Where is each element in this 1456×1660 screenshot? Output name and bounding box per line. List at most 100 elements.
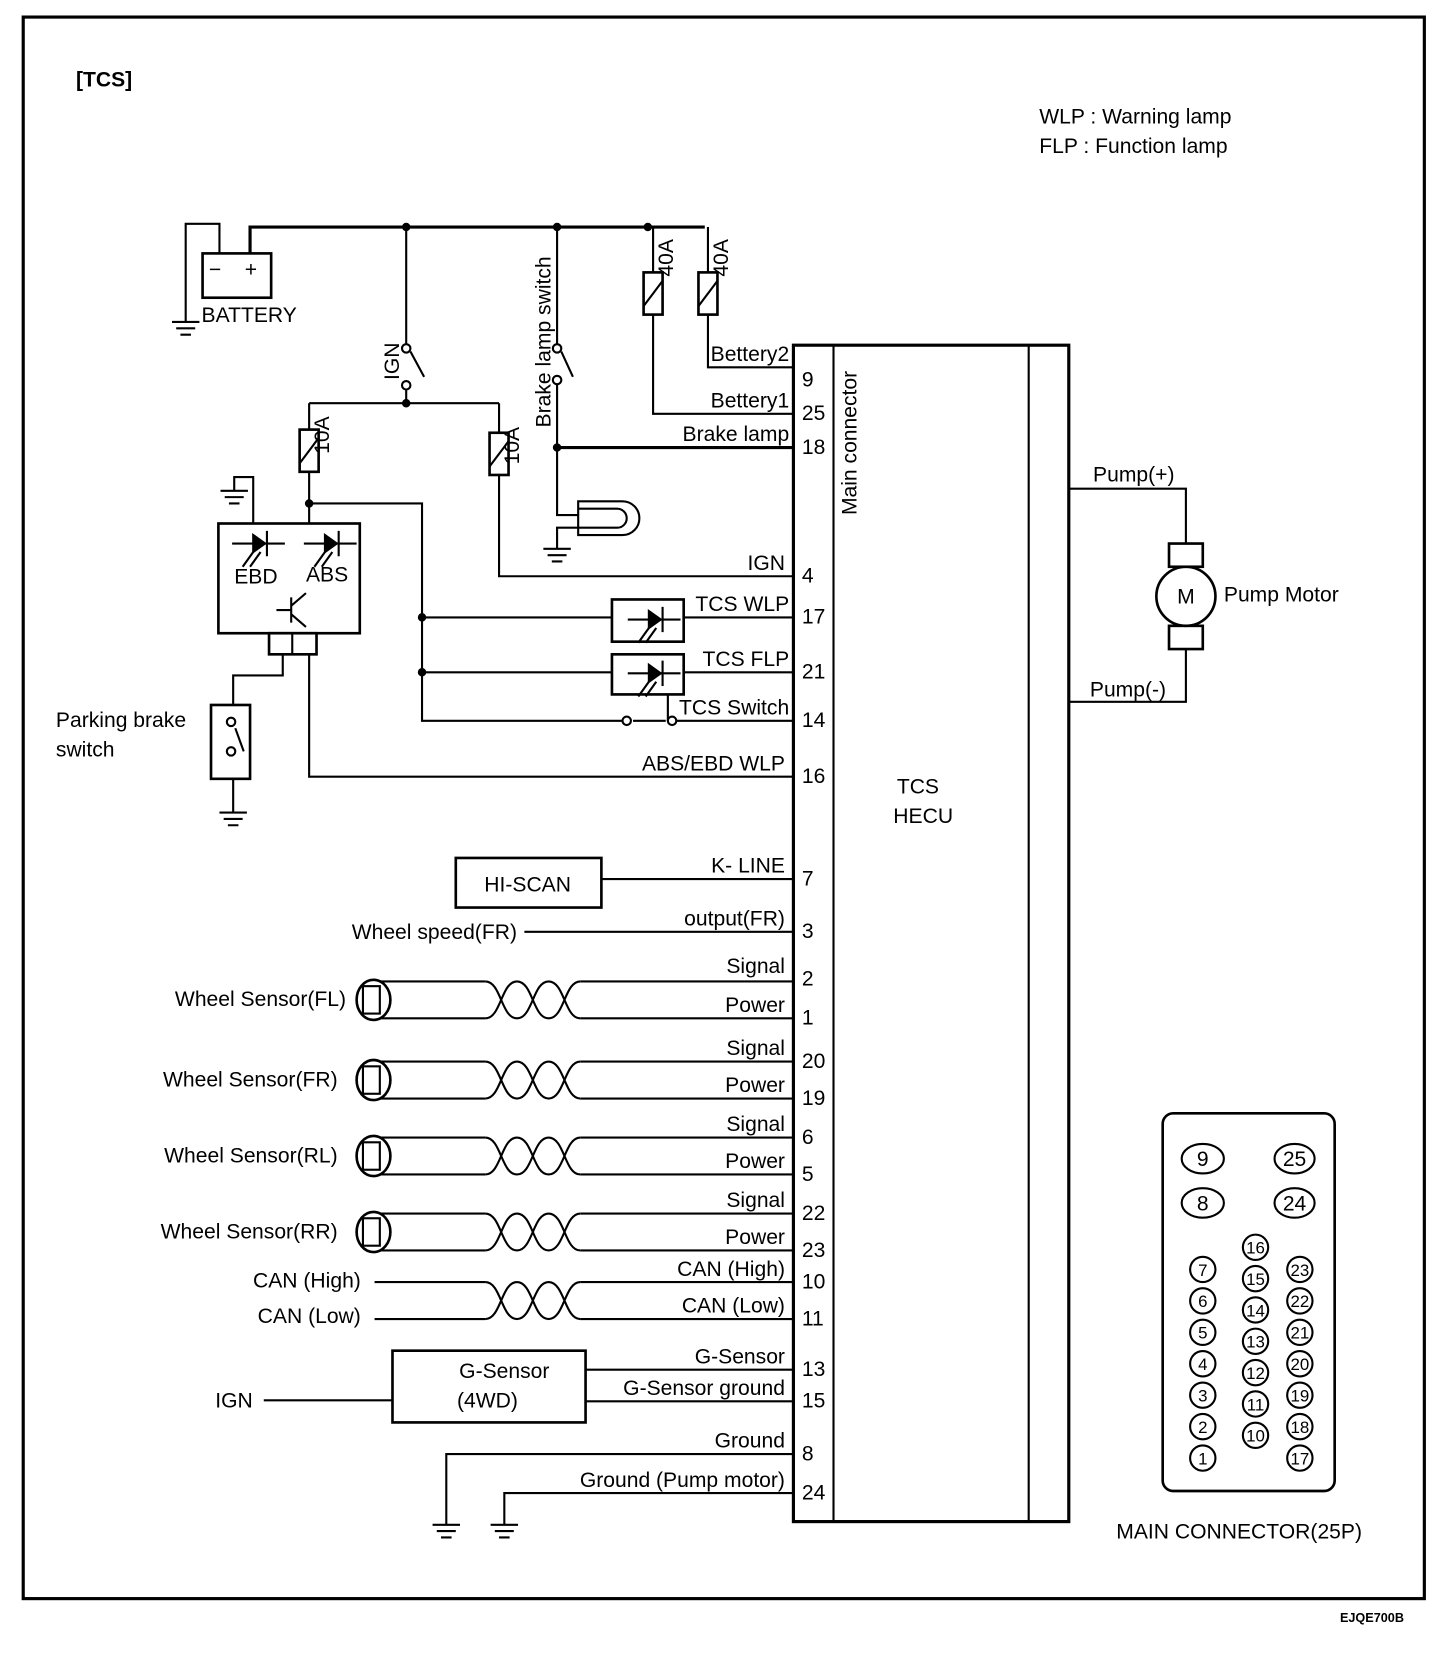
- wheel-sensor-icon: [355, 978, 392, 1022]
- connector-pin-number: 19: [1290, 1387, 1309, 1406]
- pin-label: Power: [725, 1226, 785, 1249]
- connector-pin-number: 9: [1197, 1148, 1209, 1171]
- pin-label: IGN: [747, 552, 785, 575]
- pin-label: Power: [725, 994, 785, 1017]
- connector-pin-number: 6: [1198, 1292, 1207, 1311]
- sensor-wire: [371, 1136, 794, 1176]
- twisted-pair: [485, 1136, 581, 1176]
- sensor-wire: [371, 980, 794, 1020]
- twisted-pair: [485, 1060, 581, 1100]
- brake-lamp-icon: [577, 500, 641, 537]
- pin-label: Ground (Pump motor): [580, 1469, 785, 1492]
- connector-pin: [1189, 1412, 1217, 1441]
- diagram-frame: [21, 15, 1426, 1601]
- pin-number: 23: [802, 1239, 825, 1262]
- connector-pin-number: 23: [1290, 1261, 1309, 1280]
- pin-number: 1: [802, 1007, 814, 1030]
- ground-icon: [171, 320, 200, 336]
- ground-icon: [219, 811, 247, 827]
- connector-pin: [1189, 1318, 1217, 1347]
- connector-pin-number: 13: [1246, 1333, 1265, 1352]
- fuse-rating: 10A: [311, 415, 334, 453]
- connector-pin: [1286, 1444, 1314, 1472]
- ground-icon: [490, 1523, 519, 1539]
- parking-brake-switch: [209, 703, 252, 781]
- connector-pin-number: 2: [1198, 1418, 1207, 1437]
- legend-wlp: WLP : Warning lamp: [1039, 106, 1231, 129]
- pin-number: 22: [802, 1202, 825, 1225]
- wheel-sensor-label: Wheel Sensor(FL): [175, 988, 346, 1011]
- sensor-wire: [371, 1212, 794, 1252]
- pin-label: TCS WLP: [695, 593, 789, 616]
- connector-pin-number: 20: [1290, 1355, 1309, 1374]
- ebd-label: EBD: [234, 566, 277, 589]
- pin-label: CAN (High): [677, 1258, 785, 1281]
- connector-pin-number: 10: [1246, 1427, 1265, 1446]
- figure-code: EJQE700B: [1340, 1611, 1404, 1625]
- connector-pin-number: 22: [1290, 1292, 1309, 1311]
- pin-number: 7: [802, 867, 814, 890]
- generated-symbols: Wheel Sensor(FL)Wheel Sensor(FR)Wheel Se…: [161, 222, 1316, 1539]
- connector-pin-number: 5: [1198, 1324, 1207, 1343]
- connector-pin: [1273, 1187, 1316, 1219]
- pin-number: 25: [802, 402, 825, 425]
- connector-pin: [1241, 1390, 1270, 1418]
- pin-label: Signal: [726, 1037, 785, 1060]
- pin-label: G-Sensor: [695, 1345, 785, 1368]
- twisted-pair: [485, 1281, 581, 1321]
- hecu-name-2: HECU: [893, 805, 953, 828]
- ground-icon: [432, 1523, 461, 1539]
- connector-pin: [1273, 1142, 1316, 1175]
- pin-number: 4: [802, 565, 814, 588]
- connector-pin-number: 8: [1197, 1192, 1209, 1215]
- junction-dot: [417, 668, 427, 677]
- connector-pin-number: 7: [1198, 1261, 1207, 1280]
- battery-label: BATTERY: [202, 304, 297, 327]
- junction-dot: [643, 222, 653, 232]
- connector-pin: [1286, 1287, 1314, 1315]
- connector-pin: [1286, 1255, 1314, 1284]
- twisted-pair: [485, 1212, 581, 1252]
- wheel-sensor-label: Wheel Sensor(FR): [163, 1068, 338, 1091]
- connector-pin-number: 11: [1247, 1395, 1265, 1414]
- junction-dot: [552, 443, 562, 452]
- pin-number: 21: [802, 661, 825, 684]
- connector-pin: [1286, 1318, 1314, 1347]
- fuse-rating: 10A: [501, 426, 524, 464]
- twisted-pair: [485, 980, 581, 1020]
- pump-minus-label: Pump(-): [1090, 679, 1166, 702]
- connector-pin-number: 18: [1290, 1418, 1309, 1437]
- pin-number: 19: [802, 1087, 825, 1110]
- pin-number: 9: [802, 368, 814, 391]
- pump-motor-icon: [1155, 565, 1217, 628]
- main-connector-caption: MAIN CONNECTOR(25P): [1116, 1520, 1362, 1543]
- connector-pin-number: 15: [1246, 1270, 1265, 1289]
- junction-dot: [417, 613, 427, 622]
- junction-dot: [401, 222, 411, 232]
- can-high-label: CAN (High): [253, 1269, 361, 1292]
- connector-pin: [1241, 1264, 1270, 1293]
- sensor-wire: [371, 1060, 794, 1100]
- junction-dot: [304, 499, 314, 508]
- wheel-sensor-icon: [355, 1210, 392, 1254]
- pin-label: Signal: [726, 1113, 785, 1136]
- can-low-label: CAN (Low): [258, 1305, 361, 1328]
- pin-label: TCS Switch: [679, 696, 789, 719]
- g-sensor-ign-label: IGN: [215, 1390, 253, 1413]
- pin-label: Bettery1: [711, 389, 790, 412]
- connector-pin: [1241, 1233, 1270, 1261]
- ground-icon: [220, 489, 248, 505]
- legend-flp: FLP : Function lamp: [1039, 135, 1227, 158]
- hecu-name-1: TCS: [897, 776, 939, 799]
- connector-pin-number: 21: [1290, 1324, 1309, 1343]
- pin-number: 17: [802, 606, 825, 629]
- main-connector-label: Main connector: [839, 371, 862, 515]
- connector-pin-number: 14: [1246, 1301, 1265, 1320]
- ground-icon: [543, 547, 571, 563]
- pin-label: Brake lamp: [683, 423, 790, 446]
- abs-label: ABS: [306, 564, 348, 587]
- transistor-icon: [276, 592, 307, 628]
- junction-dot: [552, 222, 562, 232]
